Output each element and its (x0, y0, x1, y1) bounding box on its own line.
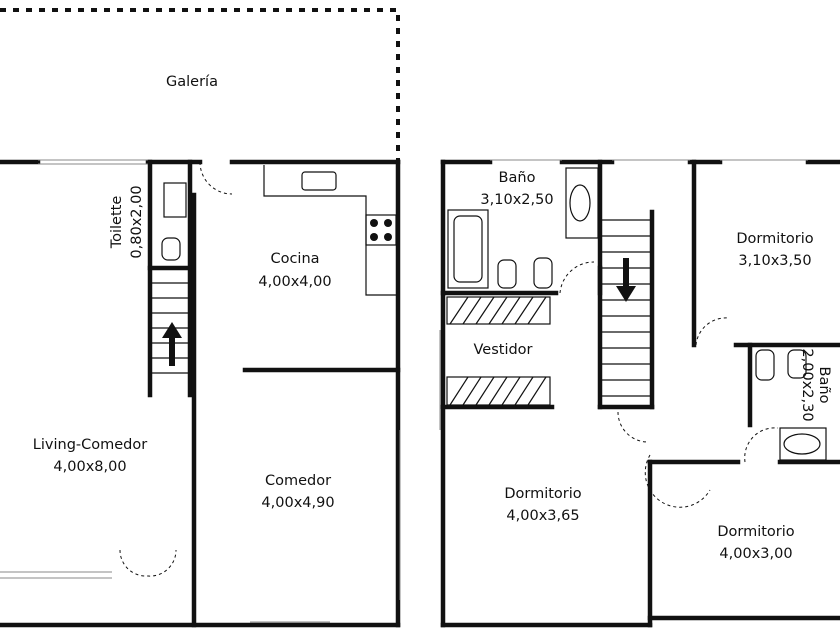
dorm2-door-swing (644, 454, 711, 508)
sink-icon-bano2 (783, 433, 821, 455)
toilet-icon-bano1 (533, 257, 553, 289)
dorm3-size: 4,00x3,00 (719, 546, 792, 562)
sink-icon (301, 171, 337, 191)
bathtub-icon (447, 209, 489, 289)
cocina-label: Cocina (270, 251, 319, 267)
comedor-label: Comedor (265, 473, 331, 489)
vanity-counter (565, 167, 599, 239)
ground-floor: Galería Toilette 0,80x2,00 Cocina 4,00x4… (0, 8, 401, 628)
toilet-icon-bano2 (755, 349, 775, 381)
toilette-size: 0,80x2,00 (129, 185, 145, 258)
vestidor-closet-top (446, 296, 551, 325)
living-label: Living-Comedor (33, 437, 147, 453)
hall-door-left-swing (617, 411, 649, 443)
dorm2-size: 4,00x3,65 (506, 508, 579, 524)
bano2-door-swing (744, 427, 779, 463)
entrance-door-swing (119, 549, 177, 577)
stairs-down (602, 219, 650, 397)
bano2-size: 2,00x2,30 (799, 348, 815, 421)
dorm1-size: 3,10x3,50 (738, 253, 811, 269)
bidet-icon (497, 259, 517, 289)
galeria-outline (0, 8, 400, 160)
stair-down-arrow-icon (616, 258, 636, 302)
vestidor-label: Vestidor (473, 342, 532, 358)
bano2-label: Baño (816, 367, 832, 404)
bano1-size: 3,10x2,50 (480, 192, 553, 208)
toilette-label: Toilette (109, 196, 125, 250)
toilet-icon (161, 237, 181, 261)
kitchen-door-swing (199, 161, 233, 195)
upper-floor: Baño 2,00x2,30 Baño 3,10x2,50 Vestidor D… (439, 159, 840, 628)
living-size: 4,00x8,00 (53, 459, 126, 475)
bathtub-inner (453, 215, 483, 283)
dorm2-label: Dormitorio (504, 486, 581, 502)
kitchen-counter (263, 165, 398, 296)
bano1-door-swing (559, 261, 595, 294)
stove-icon (365, 214, 397, 246)
comedor-size: 4,00x4,90 (261, 495, 334, 511)
vestidor-closet-bottom (446, 376, 551, 406)
dorm1-door-swing (695, 317, 729, 346)
galeria-label: Galería (166, 74, 218, 90)
stair-up-arrow-icon (162, 322, 182, 366)
shower-icon (163, 182, 187, 218)
cocina-size: 4,00x4,00 (258, 274, 331, 290)
bidet-icon-bano2 (787, 349, 807, 379)
bano1-label: Baño (499, 170, 536, 186)
stairs-up (150, 282, 190, 374)
dorm1-label: Dormitorio (736, 231, 813, 247)
bano2-counter (779, 427, 827, 461)
sink-icon-bano1 (569, 184, 591, 222)
dorm3-label: Dormitorio (717, 524, 794, 540)
